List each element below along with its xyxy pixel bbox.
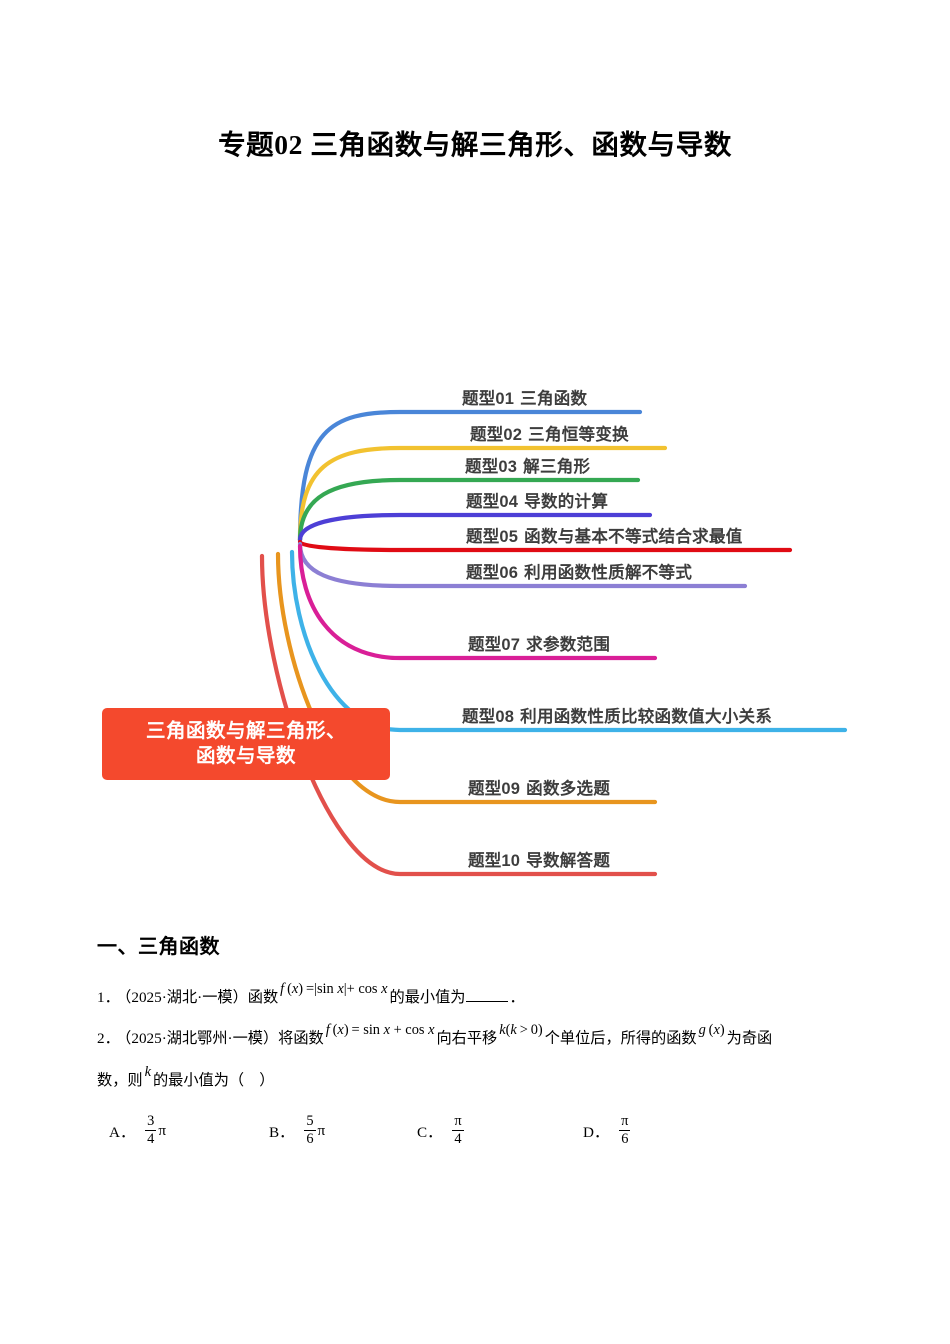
choice-c-fraction: π 4	[452, 1112, 464, 1147]
center-node-line2: 函数与导数	[195, 745, 296, 767]
choice-b[interactable]: B． 5 6 π	[269, 1112, 326, 1148]
branch-number-6: 题型06	[466, 564, 519, 582]
branch-label-8: 题型08 利用函数性质比较函数值大小关系	[462, 703, 772, 727]
branch-label-4: 题型04 导数的计算	[466, 488, 608, 512]
branch-text-9: 函数多选题	[526, 780, 611, 798]
branch-text-10: 导数解答题	[526, 852, 611, 870]
branch-number-7: 题型07	[468, 636, 521, 654]
branch-text-4: 导数的计算	[524, 493, 609, 511]
question-2-choices: A． 3 4 π B． 5 6 π C． π 4 D． π 6	[97, 1112, 867, 1171]
question-2-mid1: 向右平移	[436, 1030, 498, 1048]
branch-label-6: 题型06 利用函数性质解不等式	[466, 559, 692, 583]
question-1-source: （2025·湖北·一模）	[123, 989, 248, 1006]
choice-b-denominator: 6	[304, 1129, 316, 1147]
branch-number-4: 题型04	[466, 493, 519, 511]
choice-a-denominator: 4	[145, 1129, 157, 1147]
branch-number-3: 题型03	[465, 458, 518, 476]
center-node-line1: 三角函数与解三角形、	[145, 720, 346, 743]
question-1-period: ．	[509, 989, 525, 1006]
choice-a-numerator: 3	[147, 1112, 155, 1129]
question-1-formula: f (x) =|sin x|+ cos x	[280, 981, 388, 997]
k-symbol: k	[144, 1063, 151, 1080]
question-2-number: 2．	[97, 1030, 120, 1048]
choice-d[interactable]: D． π 6	[583, 1112, 632, 1148]
branch-number-10: 题型10	[468, 852, 521, 870]
choice-c-numerator: π	[454, 1112, 462, 1129]
branch-text-8: 利用函数性质比较函数值大小关系	[520, 708, 773, 726]
choice-c-denominator: 4	[452, 1129, 464, 1147]
branch-text-3: 解三角形	[523, 458, 591, 476]
choice-c[interactable]: C． π 4	[417, 1112, 466, 1148]
choice-b-label: B．	[269, 1124, 295, 1142]
branch-text-5: 函数与基本不等式结合求最值	[524, 528, 743, 546]
question-1-number: 1．	[97, 989, 120, 1006]
branch-label-9: 题型09 函数多选题	[468, 775, 610, 799]
branch-label-2: 题型02 三角恒等变换	[470, 421, 629, 445]
choice-b-fraction: 5 6	[304, 1112, 316, 1147]
mindmap-center-node: 三角函数与解三角形、 函数与导数	[102, 708, 390, 780]
branch-number-1: 题型01	[462, 390, 515, 408]
branch-label-5: 题型05 函数与基本不等式结合求最值	[466, 523, 743, 547]
connector-branch-2	[297, 445, 668, 543]
choice-d-label: D．	[583, 1124, 610, 1142]
mindmap-diagram: 三角函数与解三角形、 函数与导数 题型01 三角函数 题型02 三角恒等变换 题型0…	[0, 180, 950, 910]
question-2-line2b: 的最小值为（ ）	[152, 1071, 275, 1089]
choice-d-numerator: π	[621, 1112, 629, 1129]
branch-label-1: 题型01 三角函数	[462, 385, 587, 409]
question-2-mid2: 个单位后，所得的函数	[544, 1030, 697, 1048]
branch-text-1: 三角函数	[520, 390, 588, 408]
choice-b-numerator: 5	[306, 1112, 314, 1129]
question-1-tail: 的最小值为	[389, 989, 466, 1006]
branch-label-10: 题型10 导数解答题	[468, 847, 610, 871]
page-title: 专题02 三角函数与解三角形、函数与导数	[218, 129, 732, 160]
connector-branch-4	[297, 512, 653, 543]
connector-branch-7	[297, 543, 658, 661]
choice-d-denominator: 6	[619, 1129, 631, 1147]
branch-text-2: 三角恒等变换	[528, 426, 629, 444]
choice-c-label: C．	[417, 1124, 443, 1142]
choice-a-suffix: π	[158, 1122, 167, 1140]
choice-a-label: A．	[109, 1124, 136, 1142]
question-1-answer-blank[interactable]	[466, 988, 509, 1002]
connector-branch-3	[297, 477, 641, 543]
branch-number-8: 题型08	[462, 708, 515, 726]
question-2-shift: k(k > 0)	[499, 1022, 543, 1039]
question-2-k-variable: k	[145, 1055, 151, 1090]
question-2-mid3: 为奇函	[726, 1030, 773, 1048]
choice-b-suffix: π	[317, 1122, 326, 1140]
question-1-lead: 函数	[247, 989, 279, 1006]
branch-number-5: 题型05	[466, 528, 519, 546]
branch-number-9: 题型09	[468, 780, 521, 798]
section-heading: 一、三角函数	[97, 936, 220, 958]
question-2-formula: f (x) = sin x + cos x	[325, 1022, 435, 1039]
branch-text-6: 利用函数性质解不等式	[524, 564, 693, 582]
choice-d-fraction: π 6	[619, 1112, 631, 1147]
question-2-line2a: 数，则	[97, 1071, 143, 1089]
branch-label-7: 题型07 求参数范围	[468, 631, 610, 655]
question-2-source: （2025·湖北鄂州·一模）	[123, 1030, 279, 1048]
question-2-gfun: g (x)	[698, 1022, 725, 1039]
branch-text-7: 求参数范围	[526, 636, 611, 654]
connector-branch-1	[297, 409, 643, 543]
choice-a[interactable]: A． 3 4 π	[109, 1112, 167, 1148]
choice-a-fraction: 3 4	[145, 1112, 157, 1147]
branch-label-3: 题型03 解三角形	[465, 453, 590, 477]
branch-number-2: 题型02	[470, 426, 523, 444]
question-2-lead: 将函数	[278, 1030, 324, 1048]
